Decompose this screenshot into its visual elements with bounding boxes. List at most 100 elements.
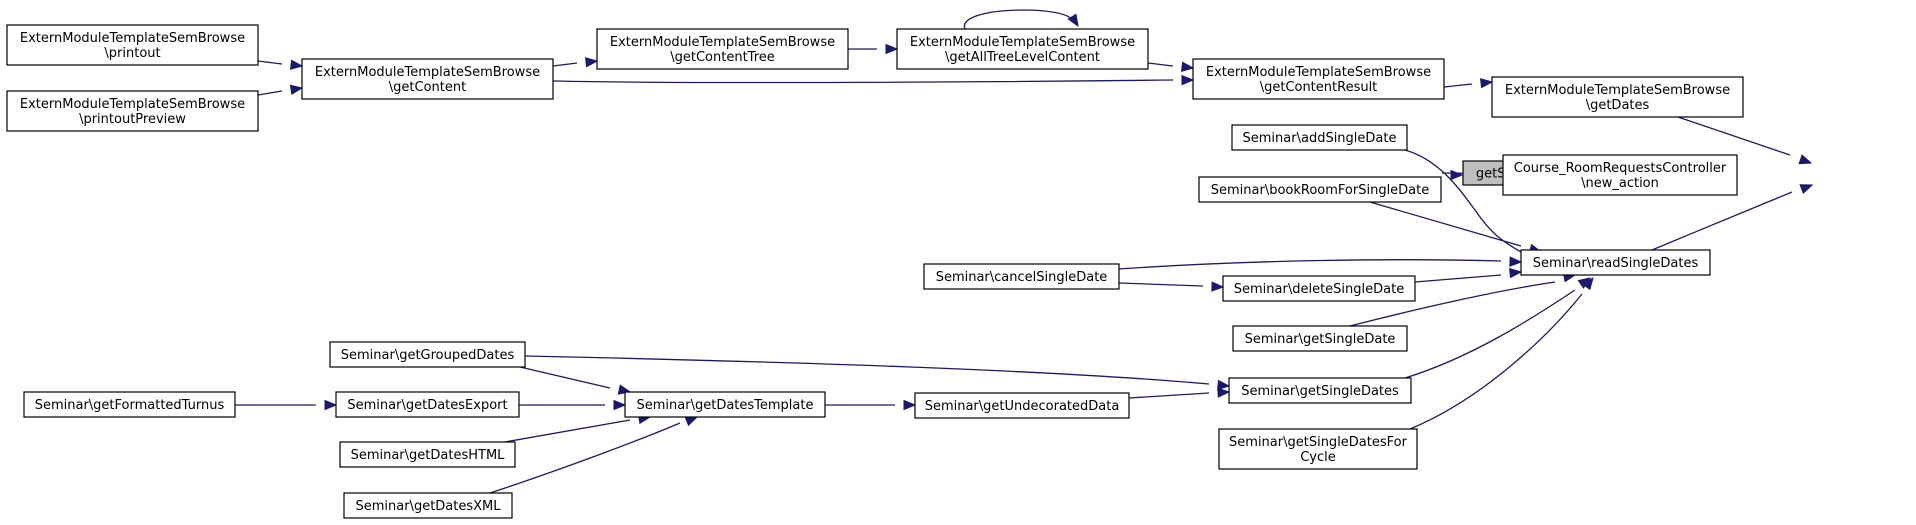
node-label: Seminar\addSingleDate	[1243, 131, 1397, 146]
node-label: ExternModuleTemplateSemBrowse	[610, 35, 835, 50]
node-label: Course_RoomRequestsController	[1514, 161, 1727, 176]
arrowhead-icon	[289, 59, 304, 70]
node-label: Seminar\getDatesExport	[347, 398, 507, 413]
node-label: ExternModuleTemplateSemBrowse	[20, 31, 245, 46]
edge-em_getContent-to-em_getContentTree	[552, 57, 599, 68]
arrowhead-icon	[1509, 256, 1523, 267]
edge-getDatesTemplate-to-getUndecoratedData	[825, 399, 917, 411]
node-em_getAllTreeLevelContent[interactable]: ExternModuleTemplateSemBrowse\getAllTree…	[896, 28, 1149, 70]
node-getUndecoratedData[interactable]: Seminar\getUndecoratedData	[914, 392, 1130, 419]
node-em_printout[interactable]: ExternModuleTemplateSemBrowse\printout	[6, 24, 259, 66]
node-box	[1231, 124, 1408, 151]
node-getSingleDate[interactable]: Seminar\getSingleDate	[1232, 325, 1408, 352]
node-box	[6, 90, 259, 132]
edge-line	[552, 79, 1174, 84]
nodes-layer: getSingleDatesExternModuleTemplateSemBro…	[6, 24, 1744, 519]
arrowhead-icon	[1180, 61, 1195, 72]
edge-line	[1369, 201, 1522, 247]
edge-getGroupedDates-to-sem_getSingleDates	[524, 355, 1231, 391]
edge-bookRoomForSingleDate-to-readSingleDates	[1369, 201, 1543, 254]
node-label: Cycle	[1300, 450, 1336, 465]
edge-deleteSingleDate-to-readSingleDates	[1414, 267, 1523, 283]
node-readSingleDates[interactable]: Seminar\readSingleDates	[1520, 249, 1711, 276]
node-getDatesExport[interactable]: Seminar\getDatesExport	[335, 391, 520, 418]
arrowhead-icon	[1217, 387, 1231, 398]
edge-em_getDates-to-getSingleDates_root	[1677, 116, 1813, 165]
node-em_getContent[interactable]: ExternModuleTemplateSemBrowse\getContent	[301, 58, 554, 100]
node-label: \printout	[104, 46, 160, 61]
node-label: Seminar\bookRoomForSingleDate	[1211, 183, 1430, 198]
node-getDatesXML[interactable]: Seminar\getDatesXML	[343, 492, 513, 519]
edge-line	[257, 60, 283, 65]
edge-line	[1118, 259, 1502, 270]
node-box	[896, 28, 1149, 70]
edge-line	[1128, 392, 1210, 399]
arrowhead-icon	[1181, 74, 1195, 86]
arrowhead-icon	[1211, 281, 1225, 292]
node-em_getContentResult[interactable]: ExternModuleTemplateSemBrowse\getContent…	[1192, 58, 1445, 100]
edge-line	[1147, 62, 1174, 67]
edge-line	[964, 9, 1073, 30]
edges-layer	[235, 9, 1814, 494]
edge-getGroupedDates-to-getDatesTemplate	[519, 366, 632, 395]
edge-line	[1409, 293, 1583, 430]
edge-getDatesXML-to-getDatesTemplate	[489, 416, 699, 494]
node-cancelSingleDate[interactable]: Seminar\cancelSingleDate	[923, 263, 1120, 290]
node-getDatesHTML[interactable]: Seminar\getDatesHTML	[339, 441, 516, 468]
node-label: Seminar\readSingleDates	[1533, 256, 1699, 271]
node-getGroupedDates[interactable]: Seminar\getGroupedDates	[329, 341, 526, 368]
node-crr_new_action[interactable]: Course_RoomRequestsController\new_action	[1502, 154, 1738, 196]
node-label: \getContent	[389, 80, 466, 95]
edge-cancelSingleDate-to-readSingleDates	[1118, 256, 1523, 270]
arrowhead-icon	[1509, 267, 1523, 279]
edge-getDatesExport-to-getDatesTemplate	[519, 399, 627, 411]
node-label: Seminar\getGroupedDates	[341, 348, 515, 363]
node-box	[596, 28, 849, 70]
arrowhead-icon	[613, 399, 627, 411]
arrowhead-icon	[1798, 154, 1813, 165]
edge-getSingleDatesForCycle-to-readSingleDates	[1409, 276, 1594, 430]
edge-line	[519, 366, 611, 389]
node-box	[923, 263, 1120, 290]
edge-em_getAllTreeLevelContent-to-em_getContentResult	[1147, 61, 1195, 72]
node-label: \new_action	[1581, 176, 1659, 191]
node-em_printoutPreview[interactable]: ExternModuleTemplateSemBrowse\printoutPr…	[6, 90, 259, 132]
edge-line	[1414, 274, 1502, 283]
arrowhead-icon	[885, 43, 899, 55]
arrowhead-icon	[1067, 13, 1079, 28]
node-label: \getContentTree	[670, 50, 775, 65]
arrowhead-icon	[289, 84, 304, 95]
arrowhead-icon	[1581, 276, 1594, 291]
node-label: \printoutPreview	[79, 112, 186, 127]
node-box	[1222, 275, 1416, 302]
node-box	[23, 391, 236, 418]
edge-getFormattedTurnus-to-getDatesExport	[235, 399, 338, 411]
edge-sem_getSingleDates-to-readSingleDates	[1404, 277, 1592, 379]
node-box	[1232, 325, 1408, 352]
node-label: Seminar\getDatesHTML	[351, 448, 506, 463]
edge-em_getContent-to-em_getContentResult	[552, 74, 1195, 86]
arrowhead-icon	[324, 399, 338, 411]
node-label: Seminar\deleteSingleDate	[1234, 282, 1404, 297]
node-box	[301, 58, 554, 100]
node-label: Seminar\getFormattedTurnus	[35, 398, 225, 413]
node-label: Seminar\cancelSingleDate	[936, 270, 1108, 285]
arrowhead-icon	[1799, 184, 1814, 195]
edge-getUndecoratedData-to-sem_getSingleDates	[1128, 387, 1231, 399]
node-getDatesTemplate[interactable]: Seminar\getDatesTemplate	[624, 391, 826, 418]
node-addSingleDate[interactable]: Seminar\addSingleDate	[1231, 124, 1408, 151]
node-getFormattedTurnus[interactable]: Seminar\getFormattedTurnus	[23, 391, 236, 418]
node-em_getContentTree[interactable]: ExternModuleTemplateSemBrowse\getContent…	[596, 28, 849, 70]
node-bookRoomForSingleDate[interactable]: Seminar\bookRoomForSingleDate	[1198, 176, 1442, 203]
node-em_getDates[interactable]: ExternModuleTemplateSemBrowse\getDates	[1491, 76, 1744, 118]
edge-line	[1651, 191, 1793, 251]
node-box	[339, 441, 516, 468]
node-label: \getAllTreeLevelContent	[945, 50, 1100, 65]
node-label: Seminar\getSingleDatesFor	[1229, 435, 1408, 450]
node-deleteSingleDate[interactable]: Seminar\deleteSingleDate	[1222, 275, 1416, 302]
edge-em_getContentTree-to-em_getAllTreeLevelContent	[848, 43, 899, 55]
arrowhead-icon	[1217, 379, 1231, 391]
node-label: ExternModuleTemplateSemBrowse	[1505, 83, 1730, 98]
node-sem_getSingleDates[interactable]: Seminar\getSingleDates	[1228, 377, 1412, 404]
